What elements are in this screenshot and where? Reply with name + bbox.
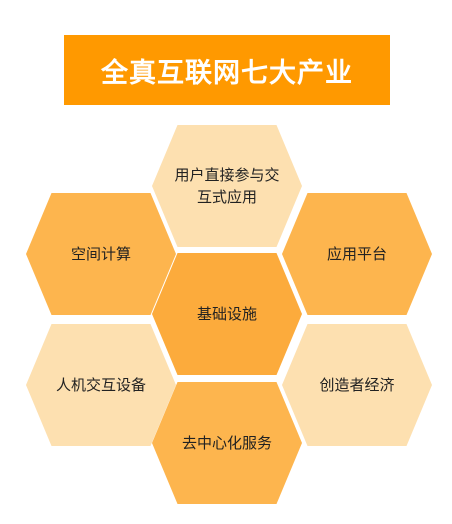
- hex-hci-devices: 人机交互设备: [26, 324, 176, 446]
- diagram-title: 全真互联网七大产业: [101, 57, 353, 89]
- title-banner: 全真互联网七大产业: [64, 35, 390, 105]
- hex-label-application-platform: 应用平台: [326, 245, 387, 263]
- hex-decentralized-services: 去中心化服务: [152, 382, 302, 504]
- hex-label-infrastructure: 基础设施: [196, 305, 257, 323]
- hex-spatial-computing: 空间计算: [26, 193, 176, 315]
- hex-label-creator-economy: 创造者经济: [319, 376, 395, 394]
- hex-label-decentralized-services: 去中心化服务: [181, 434, 272, 452]
- hex-creator-economy: 创造者经济: [282, 324, 432, 446]
- hex-interactive-apps: 用户直接参与交 互式应用: [152, 125, 302, 247]
- hex-infrastructure: 基础设施: [152, 253, 302, 375]
- hex-label-spatial-computing: 空间计算: [70, 245, 131, 263]
- hex-label-interactive-apps: 用户直接参与交 互式应用: [174, 166, 280, 206]
- hex-application-platform: 应用平台: [282, 193, 432, 315]
- hex-label-hci-devices: 人机交互设备: [55, 376, 146, 394]
